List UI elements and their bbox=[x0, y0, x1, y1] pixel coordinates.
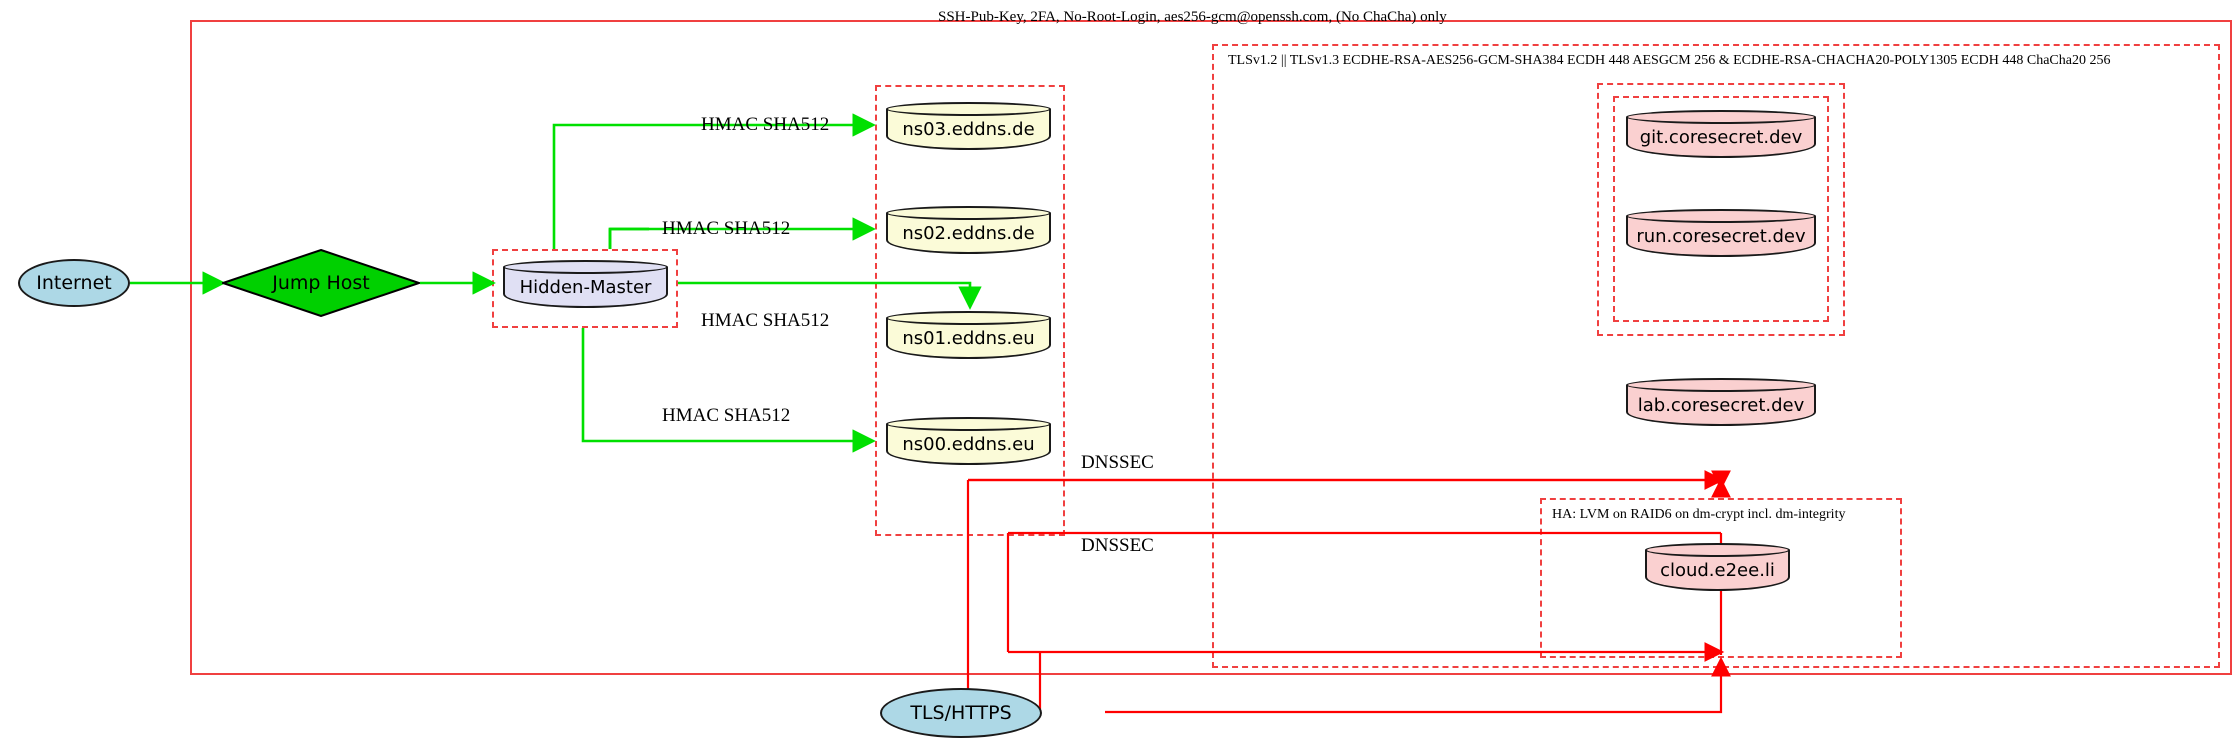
node-cloud-e2ee-label: cloud.e2ee.li bbox=[1660, 560, 1775, 581]
node-ns00[interactable]: ns00.eddns.eu bbox=[886, 417, 1051, 465]
node-ns01[interactable]: ns01.eddns.eu bbox=[886, 311, 1051, 359]
cylinder-top bbox=[886, 102, 1051, 116]
edge-label-hmac-ns00: HMAC SHA512 bbox=[662, 405, 791, 426]
cylinder-top bbox=[503, 260, 668, 274]
node-jump-host-label: Jump Host bbox=[272, 272, 370, 294]
cluster-tls-policy-label: TLSv1.2 || TLSv1.3 ECDHE-RSA-AES256-GCM-… bbox=[1228, 53, 2111, 68]
node-tls-https-label: TLS/HTTPS bbox=[910, 702, 1012, 724]
cluster-ssh-policy-label: SSH-Pub-Key, 2FA, No-Root-Login, aes256-… bbox=[938, 9, 1447, 25]
edge-label-dnssec-1: DNSSEC bbox=[1081, 452, 1154, 473]
node-ns02-label: ns02.eddns.de bbox=[902, 223, 1035, 244]
cylinder-top bbox=[1645, 543, 1790, 557]
node-internet[interactable]: Internet bbox=[18, 259, 130, 307]
cluster-ha-storage-label: HA: LVM on RAID6 on dm-crypt incl. dm-in… bbox=[1552, 507, 1846, 522]
node-git-coresecret[interactable]: git.coresecret.dev bbox=[1626, 110, 1816, 158]
node-ns03[interactable]: ns03.eddns.de bbox=[886, 102, 1051, 150]
cluster-coresecret-outer bbox=[1597, 83, 1845, 336]
cylinder-top bbox=[1626, 209, 1816, 223]
node-git-coresecret-label: git.coresecret.dev bbox=[1639, 127, 1803, 148]
cylinder-body bbox=[1626, 117, 1816, 158]
edge-label-hmac-ns03: HMAC SHA512 bbox=[701, 114, 830, 135]
cylinder-top bbox=[886, 206, 1051, 220]
node-cloud-e2ee[interactable]: cloud.e2ee.li bbox=[1645, 543, 1790, 591]
cylinder-top bbox=[886, 417, 1051, 431]
node-internet-label: Internet bbox=[36, 272, 112, 294]
node-run-coresecret[interactable]: run.coresecret.dev bbox=[1626, 209, 1816, 257]
node-ns01-label: ns01.eddns.eu bbox=[902, 328, 1035, 349]
cylinder-top bbox=[886, 311, 1051, 325]
node-hidden-master[interactable]: Hidden-Master bbox=[503, 260, 668, 308]
edge-label-hmac-ns02: HMAC SHA512 bbox=[662, 218, 791, 239]
node-ns00-label: ns00.eddns.eu bbox=[902, 434, 1035, 455]
edge-label-hmac-ns01: HMAC SHA512 bbox=[701, 310, 830, 331]
node-ns03-label: ns03.eddns.de bbox=[902, 119, 1035, 140]
cylinder-top bbox=[1626, 110, 1816, 124]
node-hidden-master-label: Hidden-Master bbox=[519, 277, 652, 298]
node-jump-host[interactable]: Jump Host bbox=[219, 248, 423, 318]
cluster-coresecret-inner bbox=[1613, 96, 1829, 322]
node-lab-coresecret[interactable]: lab.coresecret.dev bbox=[1626, 378, 1816, 426]
cylinder-top bbox=[1626, 378, 1816, 392]
node-tls-https[interactable]: TLS/HTTPS bbox=[880, 688, 1042, 738]
node-lab-coresecret-label: lab.coresecret.dev bbox=[1637, 395, 1805, 416]
cluster-nameservers bbox=[875, 85, 1065, 536]
node-ns02[interactable]: ns02.eddns.de bbox=[886, 206, 1051, 254]
diamond-shape bbox=[219, 248, 423, 318]
node-run-coresecret-label: run.coresecret.dev bbox=[1636, 226, 1806, 247]
edge-label-dnssec-2: DNSSEC bbox=[1081, 535, 1154, 556]
cluster-ssh-policy bbox=[190, 20, 2232, 675]
